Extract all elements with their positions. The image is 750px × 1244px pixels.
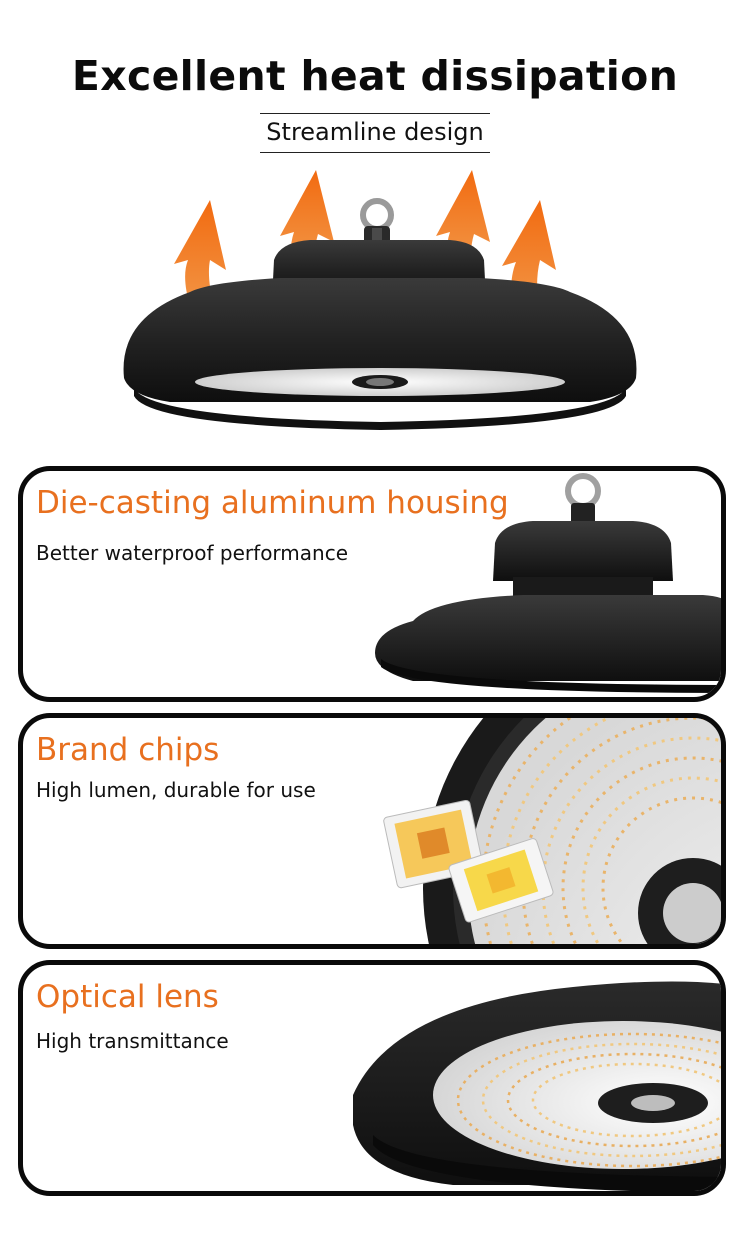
subtitle-wrap: Streamline design: [0, 113, 750, 153]
feature-title: Die-casting aluminum housing: [36, 485, 509, 521]
led-board-image: [383, 718, 721, 944]
lens-image: [353, 981, 721, 1191]
feature-description: Better waterproof performance: [36, 541, 349, 565]
feature-card-chips: Brand chips High lumen, durable for use: [18, 713, 726, 949]
housing-image: [375, 473, 721, 693]
led-chip-icon: [383, 799, 484, 889]
feature-title: Brand chips: [36, 732, 220, 768]
feature-card-lens: Optical lens High transmittance: [18, 960, 726, 1196]
page-subtitle: Streamline design: [260, 113, 490, 153]
feature-title: Optical lens: [36, 979, 219, 1015]
feature-card-housing: Die-casting aluminum housing Better wate…: [18, 466, 726, 702]
feature-description: High transmittance: [36, 1029, 229, 1053]
led-chip-icon: [448, 838, 554, 923]
page-title: Excellent heat dissipation: [71, 52, 679, 100]
feature-description: High lumen, durable for use: [36, 778, 316, 802]
hero-lamp-image: [123, 170, 637, 430]
